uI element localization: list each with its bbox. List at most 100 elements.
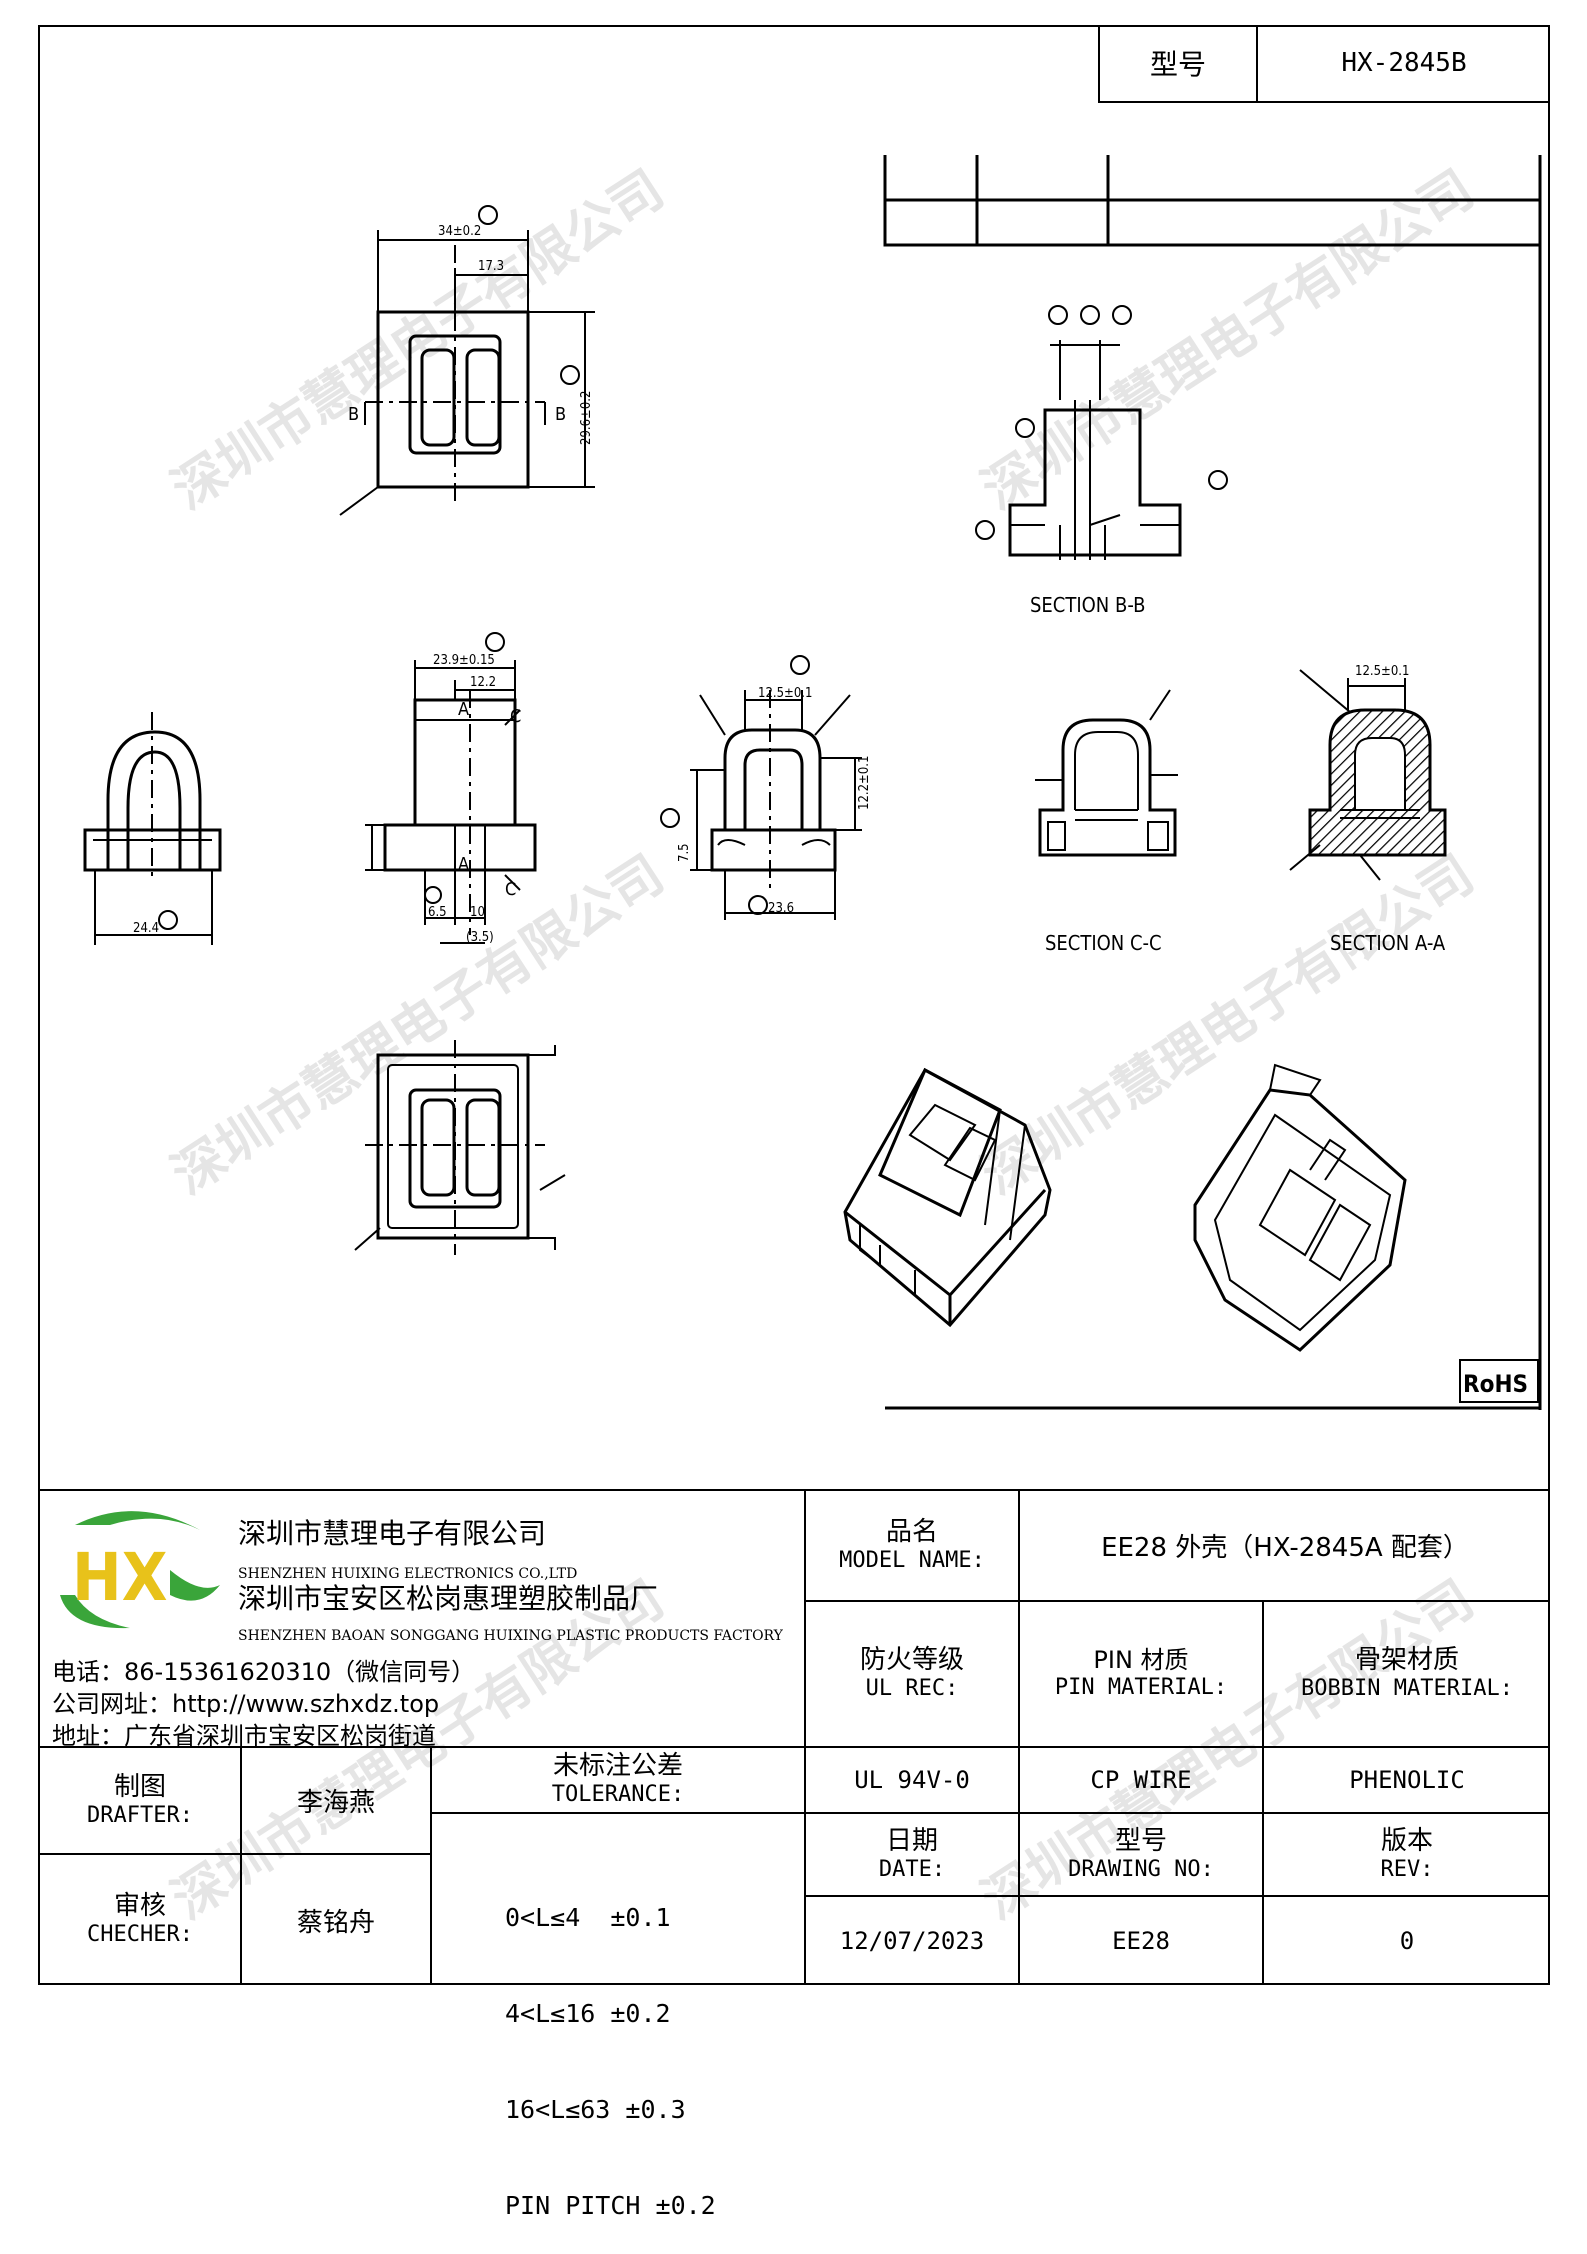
dim-c-top: 12.5±0.1 bbox=[758, 686, 812, 701]
date-value: 12/07/2023 bbox=[839, 1927, 985, 1955]
pin-material-en: PIN MATERIAL: bbox=[1054, 1675, 1228, 1701]
technical-drawing: 34±0.2 17.3 29.6±0.2 B B SECTION B-B 24.… bbox=[83, 155, 1542, 1410]
drafter-label: 制图 DRAFTER: bbox=[40, 1748, 240, 1853]
logo-text: HX bbox=[72, 1539, 168, 1616]
pin-material-cn: PIN 材质 bbox=[1093, 1646, 1189, 1675]
bobbin-material-en: BOBBIN MATERIAL: bbox=[1301, 1676, 1513, 1702]
dim-c-left: 7.5 bbox=[677, 843, 692, 862]
factory-name-cn: 深圳市宝安区松岗惠理塑胶制品厂 bbox=[238, 1582, 659, 1615]
header-model-label: 型号 bbox=[1100, 25, 1258, 101]
drafter-cn: 制图 bbox=[113, 1771, 166, 1802]
divider bbox=[430, 1746, 432, 1985]
company-name-en: SHENZHEN HUIXING ELECTRONICS CO.,LTD bbox=[238, 1566, 578, 1582]
section-aa-view bbox=[1289, 669, 1447, 881]
mark-a-top: A bbox=[458, 699, 469, 720]
dim-side-inner: 12.2 bbox=[470, 675, 496, 690]
rohs-mark: RoHS bbox=[1463, 1370, 1528, 1398]
divider bbox=[38, 1746, 1550, 1748]
dim-c-bottom: 23.6 bbox=[768, 901, 794, 916]
dim-side-b1: 6.5 bbox=[428, 905, 447, 920]
header-model-value: HX-2845B bbox=[1341, 48, 1467, 78]
tolerance-line: PIN PITCH ±0.2 bbox=[505, 2191, 716, 2220]
ul-rec-value: UL 94V-0 bbox=[854, 1766, 970, 1794]
company-name-cn: 深圳市慧理电子有限公司 bbox=[238, 1517, 547, 1550]
bobbin-material-label: 骨架材质 BOBBIN MATERIAL: bbox=[1264, 1602, 1550, 1746]
rev-value: 0 bbox=[1399, 1927, 1415, 1955]
tolerance-line: 4<L≤16 ±0.2 bbox=[505, 1999, 671, 2028]
header-model-box: 型号 HX-2845B bbox=[1098, 25, 1550, 103]
rev-en: REV: bbox=[1380, 1856, 1434, 1882]
checker-name: 蔡铭舟 bbox=[296, 1907, 375, 1938]
drawing-no-cn: 型号 bbox=[1114, 1825, 1167, 1856]
rev-cn: 版本 bbox=[1380, 1825, 1433, 1856]
ul-rec-cn: 防火等级 bbox=[859, 1645, 964, 1676]
drawing-no-value: EE28 bbox=[1112, 1927, 1170, 1955]
front-view bbox=[83, 712, 222, 945]
tolerance-cn: 未标注公差 bbox=[552, 1751, 683, 1782]
ul-rec-label: 防火等级 UL REC: bbox=[806, 1602, 1018, 1746]
dim-top-inner: 17.3 bbox=[478, 259, 504, 274]
mark-b-right: B bbox=[555, 404, 566, 425]
divider bbox=[804, 1895, 1550, 1897]
model-name-label: 品名 MODEL NAME: bbox=[806, 1491, 1018, 1600]
pin-material-value: CP WIRE bbox=[1090, 1766, 1192, 1794]
company-phone: 电话：86-15361620310（微信同号） bbox=[52, 1658, 476, 1686]
title-block-top-line bbox=[38, 1489, 1550, 1491]
drafter-name: 李海燕 bbox=[296, 1788, 375, 1818]
pin-material-label: PIN 材质 PIN MATERIAL: bbox=[1020, 1602, 1262, 1746]
checker-cn: 审核 bbox=[113, 1891, 166, 1922]
model-name-cn: 品名 bbox=[885, 1516, 938, 1547]
company-logo: HX bbox=[60, 1511, 220, 1629]
divider bbox=[430, 1812, 804, 1814]
isometric-view-1 bbox=[843, 1067, 1052, 1328]
divider bbox=[804, 1489, 806, 1985]
divider bbox=[1262, 1600, 1264, 1985]
company-website[interactable]: 公司网址：http://www.szhxdz.top bbox=[52, 1690, 440, 1718]
bobbin-material-value: PHENOLIC bbox=[1349, 1766, 1465, 1794]
tolerance-en: TOLERANCE: bbox=[551, 1782, 685, 1808]
rev-label: 版本 REV: bbox=[1264, 1814, 1550, 1895]
section-aa-label: SECTION A-A bbox=[1330, 931, 1446, 955]
mark-b-left: B bbox=[348, 404, 359, 425]
drawing-no-en: DRAWING NO: bbox=[1068, 1856, 1214, 1882]
section-cc-view bbox=[1035, 689, 1178, 857]
drafter-en: DRAFTER: bbox=[87, 1802, 193, 1828]
section-bb-view bbox=[975, 305, 1228, 560]
dim-side-top: 23.9±0.15 bbox=[433, 653, 495, 668]
c-view bbox=[660, 655, 862, 920]
mark-c-bottom: C bbox=[505, 879, 516, 900]
company-address: 地址：广东省深圳市宝安区松岗街道 bbox=[52, 1722, 436, 1750]
bobbin-material-cn: 骨架材质 bbox=[1354, 1645, 1459, 1676]
checker-en: CHECHER: bbox=[87, 1922, 193, 1948]
bottom-view bbox=[354, 1040, 566, 1255]
tolerance-label: 未标注公差 TOLERANCE: bbox=[432, 1748, 804, 1812]
drawing-frame bbox=[38, 25, 1550, 1985]
divider bbox=[38, 1853, 430, 1855]
section-bb-label: SECTION B-B bbox=[1030, 593, 1145, 617]
tolerance-line: 0<L≤4 ±0.1 bbox=[505, 1903, 671, 1932]
mark-a-bottom: A bbox=[458, 854, 469, 875]
side-view bbox=[365, 632, 537, 944]
dim-side-b2: 10 bbox=[470, 905, 485, 920]
divider bbox=[1018, 1489, 1020, 1985]
isometric-view-2 bbox=[1193, 1063, 1407, 1352]
section-cc-label: SECTION C-C bbox=[1045, 931, 1162, 955]
dim-front-width: 24.4 bbox=[133, 921, 159, 936]
tolerance-table: 0<L≤4 ±0.1 4<L≤16 ±0.2 16<L≤63 ±0.3 PIN … bbox=[505, 1838, 716, 2254]
factory-name-en: SHENZHEN BAOAN SONGGANG HUIXING PLASTIC … bbox=[238, 1628, 783, 1644]
dim-top-height: 29.6±0.2 bbox=[579, 391, 594, 445]
top-view bbox=[339, 205, 595, 516]
checker-label: 审核 CHECHER: bbox=[40, 1855, 240, 1985]
dim-aa-top: 12.5±0.1 bbox=[1355, 664, 1409, 679]
divider bbox=[240, 1746, 242, 1985]
divider bbox=[804, 1812, 1550, 1814]
dim-top-width: 34±0.2 bbox=[438, 224, 481, 239]
ul-rec-en: UL REC: bbox=[865, 1676, 959, 1702]
model-name-en: MODEL NAME: bbox=[839, 1547, 985, 1573]
model-name-value: EE28 外壳（HX-2845A 配套） bbox=[1101, 1533, 1469, 1563]
mark-c-top: C bbox=[510, 706, 521, 727]
divider bbox=[804, 1600, 1550, 1602]
tolerance-line: 16<L≤63 ±0.3 bbox=[505, 2095, 686, 2124]
dim-c-right: 12.2±0.1 bbox=[857, 756, 872, 810]
drawing-no-label: 型号 DRAWING NO: bbox=[1020, 1814, 1262, 1895]
